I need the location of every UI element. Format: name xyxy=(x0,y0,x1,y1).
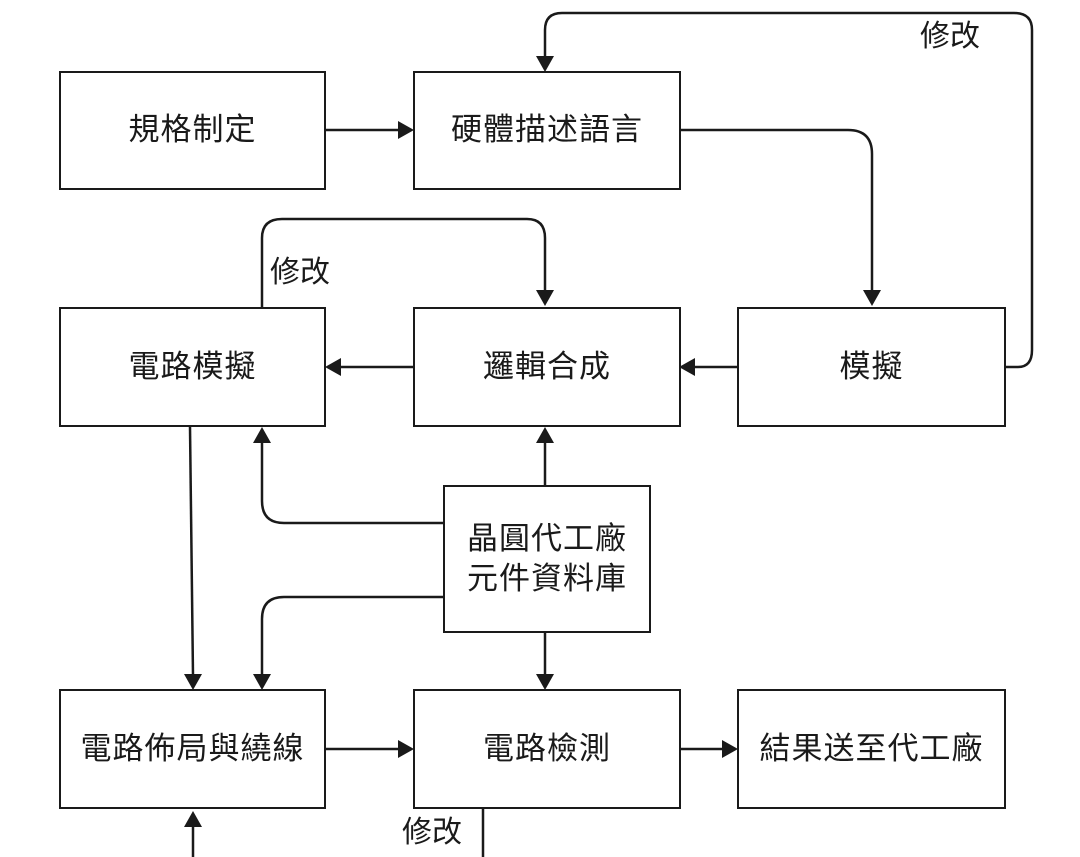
arrow-db-to-circuit-sim xyxy=(260,443,444,525)
arrow-circuit-sim-to-layout xyxy=(188,426,195,677)
arrowhead-simulation-top xyxy=(863,290,881,306)
arrowhead-circuit-sim-right xyxy=(325,358,341,376)
arrowhead-synthesis-right xyxy=(679,358,695,376)
node-hdl-label: 硬體描述語言 xyxy=(451,112,643,149)
node-circuit-verification-label: 電路檢測 xyxy=(483,730,611,767)
arrowhead-layout-top-left xyxy=(184,674,202,690)
arrowhead-hdl-left xyxy=(398,121,414,139)
node-spec: 規格制定 xyxy=(59,71,326,190)
node-foundry-library-line1: 晶圓代工廠 xyxy=(467,520,627,557)
node-logic-synthesis: 邏輯合成 xyxy=(413,307,681,427)
node-send-to-foundry-label: 結果送至代工廠 xyxy=(759,730,984,767)
arrow-hdl-to-simulation xyxy=(680,128,874,292)
node-foundry-library-line2: 元件資料庫 xyxy=(467,561,627,597)
edge-label-modify-bottom: 修改 xyxy=(402,815,462,850)
node-hdl: 硬體描述語言 xyxy=(413,71,681,190)
node-logic-synthesis-label: 邏輯合成 xyxy=(483,348,611,385)
arrow-db-to-layout xyxy=(260,595,444,676)
arrow-circuit-sim-modify-loop xyxy=(260,217,547,308)
arrowhead-synthesis-bottom xyxy=(536,427,554,443)
arrowhead-send-left xyxy=(722,740,738,758)
node-layout-routing: 電路佈局與繞線 xyxy=(59,689,326,809)
node-send-to-foundry: 結果送至代工廠 xyxy=(737,689,1006,809)
node-foundry-library: 晶圓代工廠 元件資料庫 xyxy=(443,485,651,633)
arrowhead-layout-bottom xyxy=(184,811,202,827)
node-spec-label: 規格制定 xyxy=(128,112,257,149)
arrow-simulation-modify-loop xyxy=(543,11,1034,369)
edge-label-modify-top: 修改 xyxy=(920,19,980,54)
node-circuit-simulation-label: 電路模擬 xyxy=(128,348,257,385)
edge-label-modify-mid: 修改 xyxy=(270,255,330,290)
node-layout-routing-label: 電路佈局與繞線 xyxy=(80,730,305,767)
arrowhead-circuit-sim-bottom xyxy=(253,427,271,443)
arrowhead-verification-top xyxy=(536,674,554,690)
arrowhead-layout-top-right xyxy=(253,674,271,690)
arrowhead-hdl-top xyxy=(536,56,554,72)
node-circuit-simulation: 電路模擬 xyxy=(59,307,326,427)
node-circuit-verification: 電路檢測 xyxy=(413,689,681,809)
node-simulation: 模擬 xyxy=(737,307,1006,427)
node-simulation-label: 模擬 xyxy=(839,348,904,385)
arrowhead-verification-left xyxy=(398,740,414,758)
arrowhead-synthesis-top xyxy=(536,290,554,306)
